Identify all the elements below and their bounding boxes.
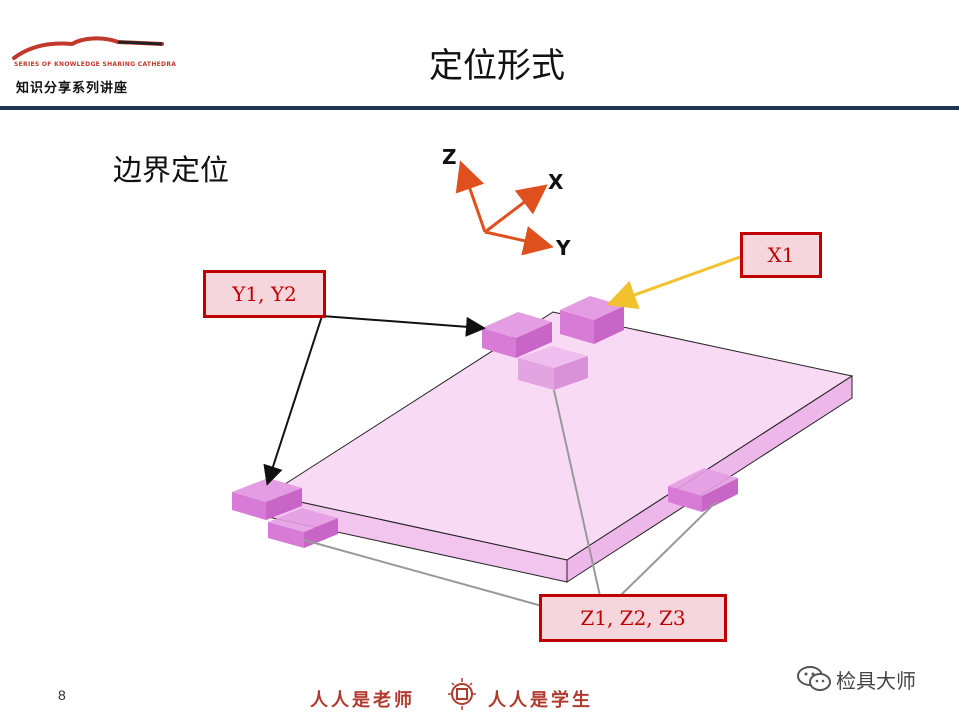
- y2-leader-arrow: [263, 315, 323, 486]
- callout-z1-z2-z3: Z1, Z2, Z3: [539, 594, 727, 642]
- logo-series-name: 知识分享系列讲座: [16, 81, 129, 96]
- axis-label-x: X: [548, 170, 564, 194]
- locator-block-z-top: [518, 346, 588, 390]
- locator-block-z-left: [268, 508, 338, 548]
- locator-block-y2: [232, 478, 302, 520]
- slide-subtitle: 边界定位: [113, 153, 230, 187]
- axis-label-z: Z: [442, 145, 457, 169]
- logo-tagline: SERIES OF KNOWLEDGE SHARING CATHEDRA: [14, 61, 177, 68]
- callout-x1: X1: [740, 232, 822, 278]
- z-leader-lines: [303, 389, 717, 607]
- page-number: 8: [58, 687, 66, 703]
- slide-title: 定位形式: [429, 46, 565, 86]
- logo-car-icon: [12, 36, 164, 60]
- wechat-icon: [797, 666, 831, 691]
- motto-left: 人人是老师: [310, 690, 415, 711]
- motto-right: 人人是学生: [488, 690, 593, 711]
- y1-leader-arrow: [321, 315, 486, 337]
- locator-block-z-right: [668, 468, 738, 512]
- coordinate-axes: [455, 160, 554, 256]
- header-divider: [0, 106, 959, 110]
- watermark-text: 检具大师: [836, 669, 916, 693]
- x1-leader-arrow: [606, 255, 741, 309]
- emblem-icon: [448, 678, 476, 710]
- locator-block-y1: [482, 312, 552, 358]
- callout-y1-y2: Y1, Y2: [203, 270, 326, 318]
- axis-label-y: Y: [556, 236, 571, 260]
